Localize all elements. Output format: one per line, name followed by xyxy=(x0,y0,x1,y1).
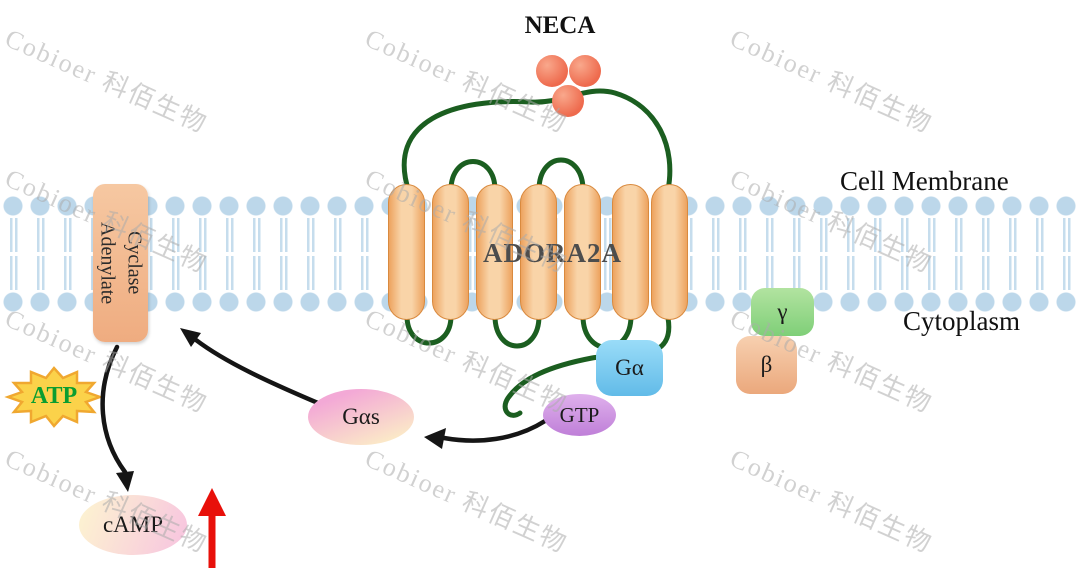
receptor-loop-top-1 xyxy=(448,159,498,193)
adenylate-cyclase: Adenylate Cyclase xyxy=(93,184,148,342)
receptor-n-terminus-loop xyxy=(401,88,673,195)
cytoplasm-label: Cytoplasm xyxy=(903,306,1021,336)
adenylate-cyclase-label: Adenylate Cyclase xyxy=(96,221,146,305)
receptor-loop-bottom-2 xyxy=(492,313,542,349)
gas-subunit: Gαs xyxy=(308,389,414,445)
arrow-gtp-to-gas xyxy=(441,418,548,443)
tm-helix-2 xyxy=(432,184,469,320)
tm-helix-5 xyxy=(564,184,601,320)
arrowhead-ac-to-camp xyxy=(116,471,134,492)
neca-molecule-3 xyxy=(552,85,584,117)
gamma-subunit: γ xyxy=(751,288,814,336)
cell-membrane-label: Cell Membrane xyxy=(840,166,1009,196)
beta-subunit: β xyxy=(736,336,797,394)
tm-helix-1 xyxy=(388,184,425,320)
camp-molecule: cAMP xyxy=(79,495,187,555)
neca-molecule-1 xyxy=(536,55,568,87)
receptor-loop-top-2 xyxy=(536,157,586,193)
atp-starburst xyxy=(4,366,104,428)
tm-helix-7 xyxy=(651,184,688,320)
camp-up-arrow-head xyxy=(198,488,226,516)
receptor-label: ADORA2A xyxy=(483,238,622,268)
receptor-loop-bottom-1 xyxy=(404,313,454,346)
arrow-gas-to-ac xyxy=(193,337,328,409)
neca-molecule-2 xyxy=(569,55,601,87)
atp-label: ATP xyxy=(30,383,78,409)
g-alpha-subunit: Gα xyxy=(596,340,663,396)
neca-label: NECA xyxy=(524,12,596,39)
gtp-molecule: GTP xyxy=(543,394,616,436)
arrowhead-gtp-to-gas xyxy=(424,428,446,449)
arrowhead-gas-to-ac xyxy=(180,328,201,347)
arrow-ac-to-camp xyxy=(100,344,128,475)
tm-helix-3 xyxy=(476,184,513,320)
tm-helix-4 xyxy=(520,184,557,320)
tm-helix-6 xyxy=(612,184,649,320)
